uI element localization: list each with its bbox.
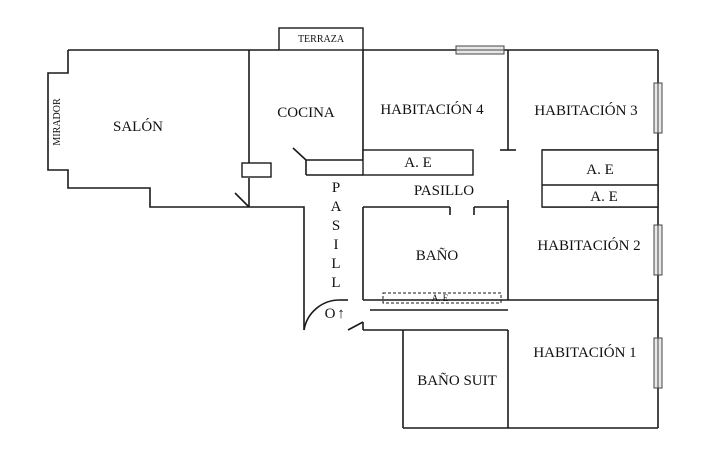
pasillo-letter: I [334,237,339,253]
pasillo-letter: A [331,199,342,215]
bano-suit-label: BAÑO SUIT [417,373,497,389]
window-top [455,45,505,55]
terraza-label: TERRAZA [298,34,345,45]
pasillo-letter: L [331,275,340,291]
ae-bano-box: A. E [382,292,502,304]
window-right-hab1 [653,337,663,389]
habitacion1-label: HABITACIÓN 1 [533,344,636,361]
cocina-label: COCINA [277,105,335,121]
ae-right-bottom-label: A. E [590,189,618,205]
terraza: TERRAZA [278,27,364,51]
ae-hall-label: A. E [404,155,432,171]
entrance-arrow-icon: ↑ [337,306,345,322]
pasillo-letter: O [325,306,336,322]
window-right-hab3 [653,82,663,134]
pasillo-label: PASILLO [414,183,474,199]
ae-right-box: A. E A. E [541,149,659,208]
ae-bano-label: A. E [432,293,449,303]
habitacion3-label: HABITACIÓN 3 [534,102,637,119]
ae-hall-box: A. E [362,149,474,176]
pasillo-letter: S [332,218,340,234]
bano-label: BAÑO [416,248,459,264]
salon-label: SALÓN [113,118,163,135]
habitacion2-label: HABITACIÓN 2 [537,237,640,254]
ae-right-top-label: A. E [586,162,614,178]
mirador-label: MIRADOR [52,98,63,146]
window-right-hab2 [653,224,663,276]
habitacion4-label: HABITACIÓN 4 [380,101,484,118]
pasillo-letter: L [331,256,340,272]
pasillo-letter: P [332,180,340,196]
pasillo-vertical: P A S I L L [331,180,342,291]
salon-fixture [241,162,272,178]
